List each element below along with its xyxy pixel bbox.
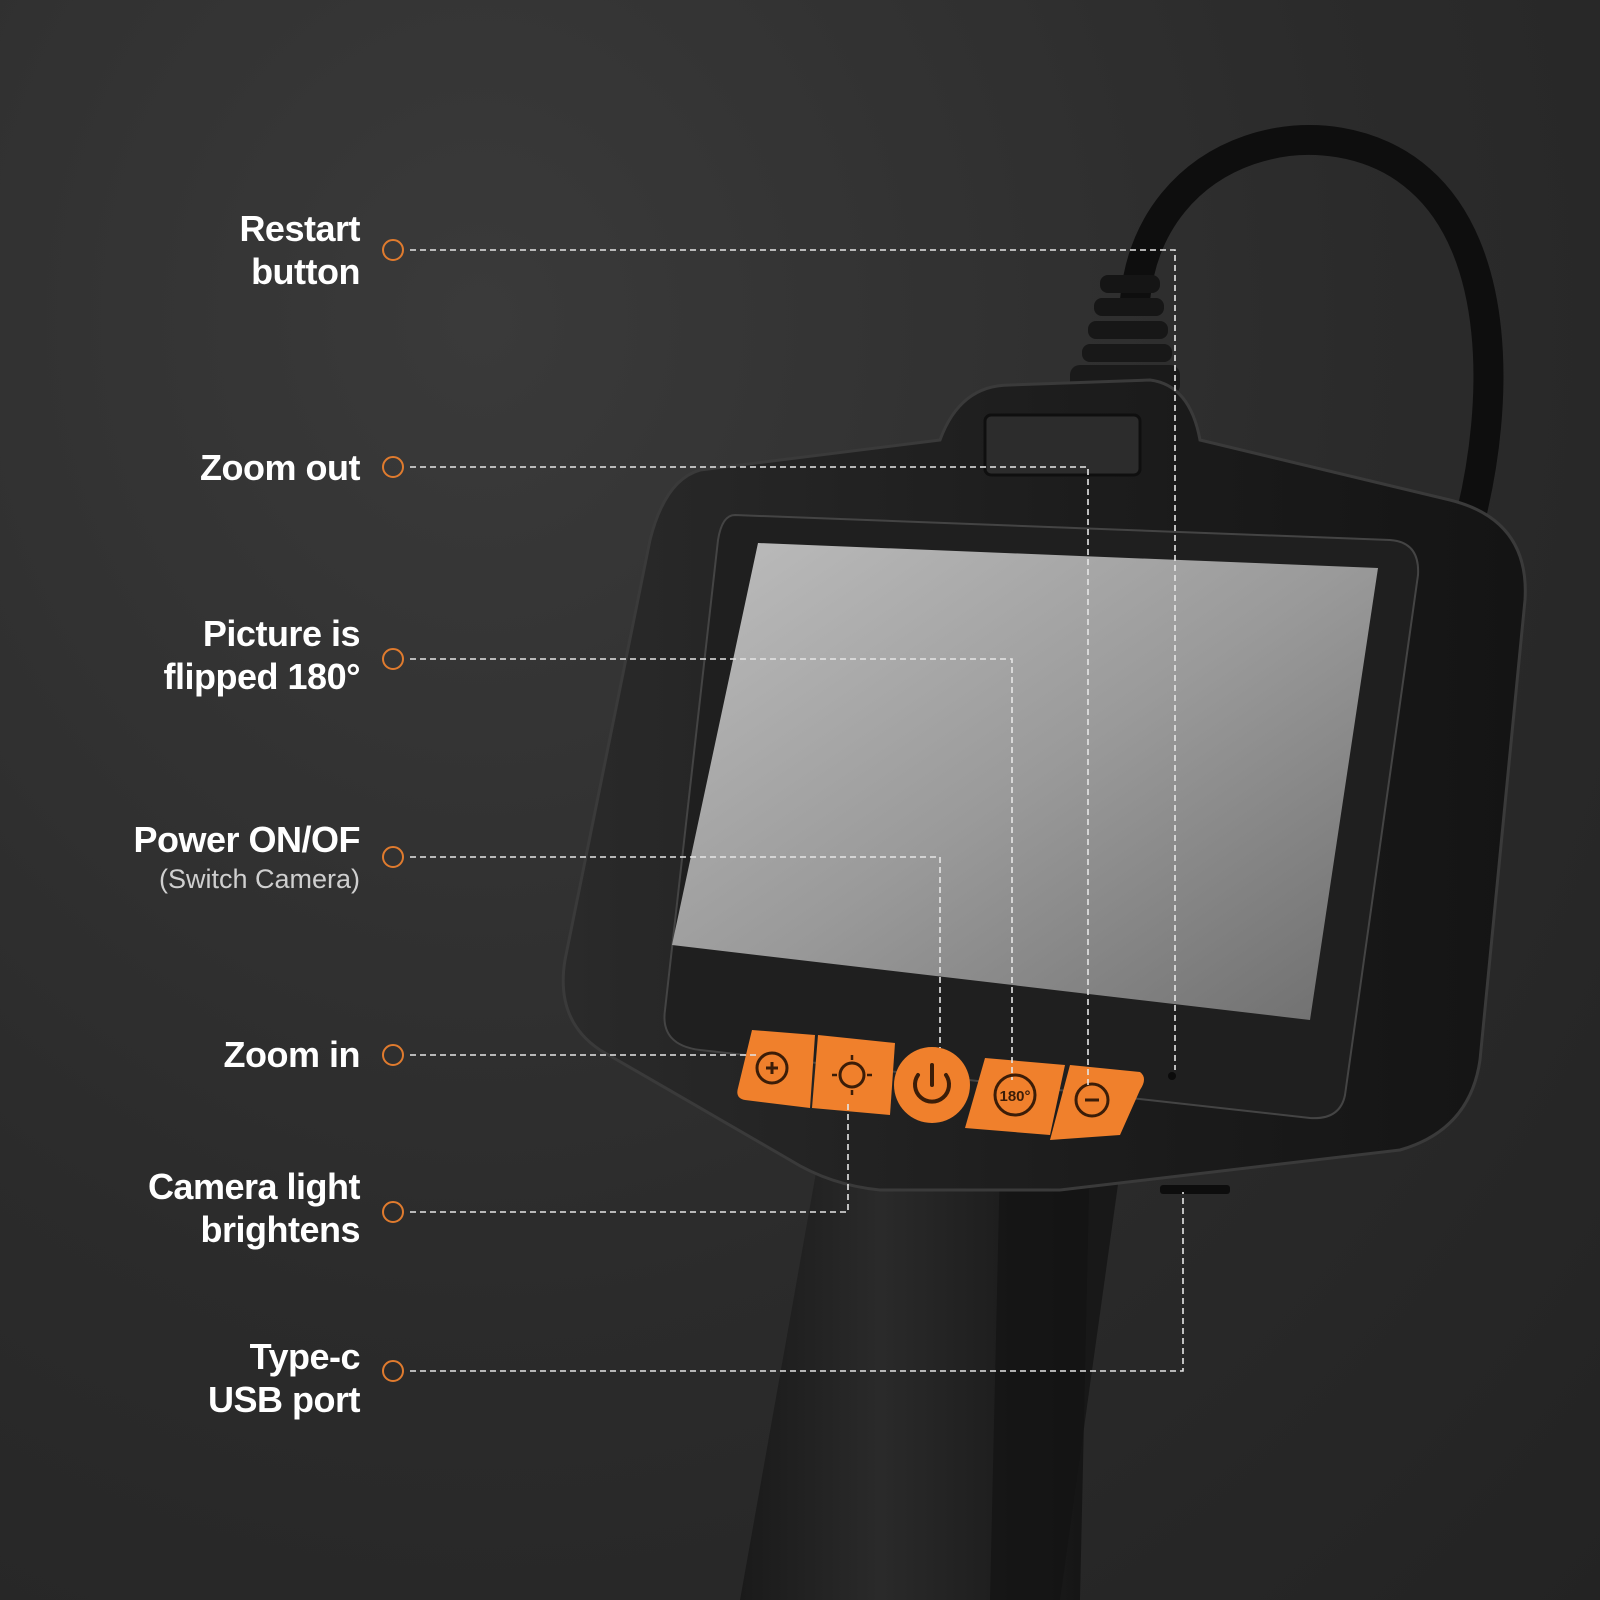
cable: [1120, 125, 1504, 535]
leader-flip: [410, 658, 1013, 1080]
callout-label-line: Camera light: [147, 1166, 361, 1207]
callout-label-zoom-in: Zoom in: [40, 1033, 361, 1076]
callout-label-line: Picture is: [202, 613, 361, 654]
callout-dot-power: [382, 846, 404, 868]
callout-label-line: brightens: [200, 1209, 360, 1250]
callout-label-line: Type-c: [249, 1336, 361, 1377]
callout-label-zoom-out: Zoom out: [40, 446, 360, 489]
callout-dot-zoom-in: [382, 1044, 404, 1066]
callout-label-restart: Restart button: [40, 207, 360, 293]
leader-usb: [410, 1192, 1184, 1372]
callout-label-light: Camera light brightens: [40, 1165, 361, 1251]
callout-label-line: Power ON/OF: [133, 819, 360, 860]
callout-dot-usb: [382, 1360, 404, 1382]
callout-dot-restart: [382, 239, 404, 261]
zoom-in-button: [737, 1030, 815, 1108]
callout-dot-zoom-out: [382, 456, 404, 478]
callout-label-line: USB port: [208, 1379, 361, 1420]
callout-sublabel: (Switch Camera): [158, 864, 360, 894]
top-window: [983, 413, 1142, 477]
usb-port-slot: [1160, 1185, 1230, 1194]
callout-label-line: Restart: [239, 208, 360, 249]
leader-restart: [410, 249, 1176, 1070]
flip-180-button: 180°: [965, 1058, 1065, 1135]
brightness-button: [812, 1035, 895, 1115]
zoom-out-button: [1050, 1065, 1144, 1140]
callout-dot-flip: [382, 648, 404, 670]
callout-dot-light: [382, 1201, 404, 1223]
callout-label-flip: Picture is flipped 180°: [40, 612, 361, 698]
callout-label-line: Zoom in: [223, 1034, 361, 1075]
leader-zoom-out: [410, 466, 1089, 1085]
callout-label-line: button: [251, 251, 360, 292]
callout-label-line: Zoom out: [200, 447, 360, 488]
power-button: [894, 1047, 970, 1123]
screen: [672, 543, 1378, 1020]
leader-light: [410, 1100, 849, 1213]
callout-label-power: Power ON/OF (Switch Camera): [40, 818, 360, 897]
flip-180-label: 180°: [999, 1088, 1030, 1105]
microphone-hole: [1168, 1072, 1176, 1080]
leader-lines: [410, 249, 1184, 1372]
cable-strain-relief: [1070, 275, 1180, 395]
button-row: 180°: [737, 1030, 1144, 1140]
leader-power: [410, 856, 941, 1048]
callout-label-usb: Type-c USB port: [40, 1335, 361, 1421]
callout-label-line: flipped 180°: [163, 656, 361, 697]
